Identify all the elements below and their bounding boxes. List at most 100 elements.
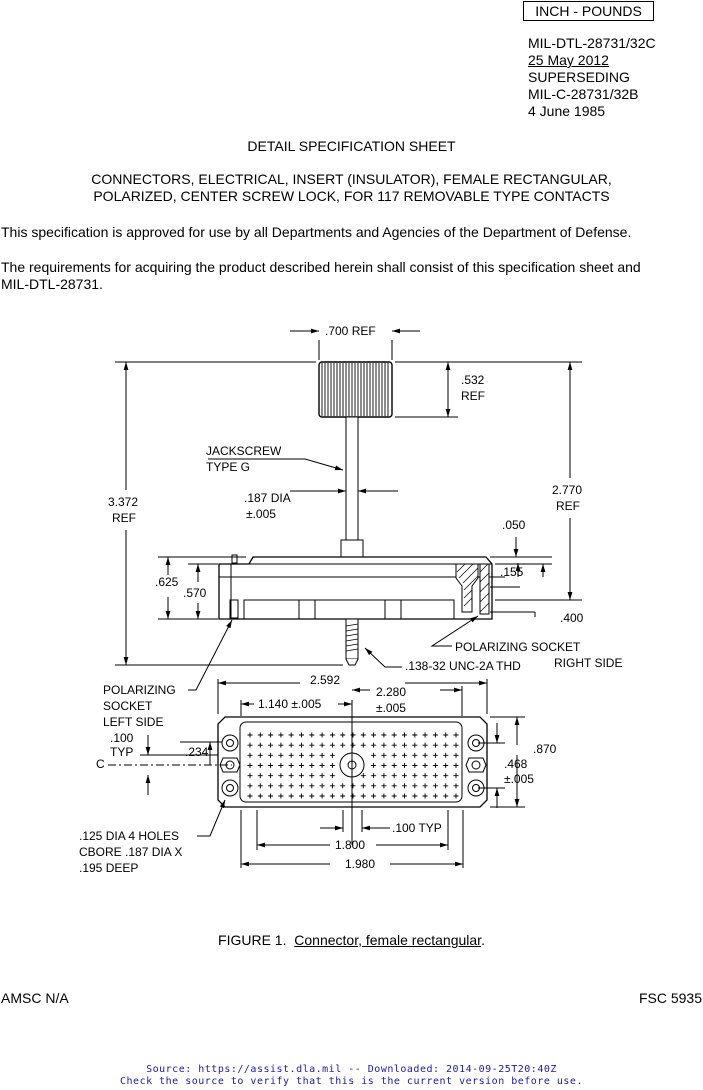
contact-mark — [309, 773, 315, 779]
figure-caption: FIGURE 1. Connector, female rectangular. — [0, 932, 703, 949]
requirements-line-2: MIL-DTL-28731. — [1, 276, 103, 292]
contact-mark — [371, 763, 377, 768]
superseded-doc: MIL-C-28731/32B — [528, 86, 639, 102]
contact-mark — [319, 793, 325, 799]
contact-mark — [381, 763, 387, 768]
contact-mark — [443, 793, 449, 799]
contact-mark — [371, 732, 377, 738]
contact-mark — [391, 742, 397, 748]
contact-grid — [247, 732, 459, 799]
contact-mark — [360, 783, 366, 789]
units-box: INCH - POUNDS — [523, 1, 654, 21]
contact-mark — [422, 752, 428, 758]
contact-mark — [360, 732, 366, 738]
title-line-1: CONNECTORS, ELECTRICAL, INSERT (INSULATO… — [91, 171, 612, 187]
contact-mark — [412, 752, 418, 758]
contact-mark — [453, 783, 459, 789]
dim-100-typ-bottom: .100 TYP — [392, 821, 442, 835]
contact-mark — [391, 783, 397, 789]
thread-spec: .138-32 UNC-2A THD — [405, 659, 521, 673]
contact-mark — [443, 783, 449, 789]
contact-mark — [391, 773, 397, 779]
contact-mark — [360, 773, 366, 779]
dim-3372: 3.372 — [108, 495, 138, 509]
dim-870: .870 — [533, 742, 557, 756]
contact-mark — [329, 752, 335, 758]
contact-mark — [299, 793, 304, 799]
contact-mark — [350, 783, 356, 789]
contact-mark — [309, 783, 315, 789]
contact-mark — [257, 742, 263, 748]
figure-caption-suffix: . — [481, 932, 485, 948]
contact-mark — [247, 742, 253, 748]
contact-mark — [268, 742, 274, 748]
contact-mark — [329, 742, 335, 748]
approval-statement: This specification is approved for use b… — [1, 224, 632, 240]
centerline-symbol: C — [96, 757, 105, 771]
contact-mark — [412, 783, 418, 789]
polarizing-left-3: LEFT SIDE — [103, 715, 163, 729]
polarizing-right-2: RIGHT SIDE — [554, 656, 622, 670]
contact-mark — [288, 742, 294, 748]
contact-mark — [432, 732, 438, 738]
contact-mark — [340, 742, 346, 748]
contact-mark — [402, 752, 407, 758]
contact-mark — [391, 752, 397, 758]
contact-mark — [350, 793, 356, 799]
dim-1800: 1.800 — [335, 838, 365, 852]
contact-mark — [422, 783, 428, 789]
contact-mark — [247, 773, 253, 779]
contact-mark — [329, 763, 335, 768]
figure-caption-prefix: FIGURE 1. — [218, 932, 287, 948]
contact-mark — [432, 742, 438, 748]
contact-mark — [257, 763, 263, 768]
contact-mark — [278, 763, 284, 768]
contact-mark — [257, 732, 263, 738]
contact-mark — [402, 783, 407, 789]
contact-mark — [422, 793, 428, 799]
dim-532-ref: REF — [461, 389, 485, 403]
contact-mark — [402, 742, 407, 748]
dim-100: .100 — [110, 731, 134, 745]
contact-mark — [432, 793, 438, 799]
dim-234: .234 — [185, 745, 209, 759]
doc-date: 25 May 2012 — [528, 52, 609, 68]
contact-mark — [257, 773, 263, 779]
contact-mark — [288, 752, 294, 758]
contact-mark — [278, 773, 284, 779]
contact-mark — [309, 742, 315, 748]
contact-mark — [278, 783, 284, 789]
holes-spec-2: CBORE .187 DIA X — [79, 845, 182, 859]
contact-mark — [288, 763, 294, 768]
contact-mark — [402, 732, 407, 738]
contact-mark — [309, 763, 315, 768]
source-line-1: Source: https://assist.dla.mil -- Downlo… — [146, 1064, 557, 1075]
fsc-code: FSC 5935 — [638, 990, 702, 1006]
contact-mark — [299, 742, 304, 748]
sheet-title: DETAIL SPECIFICATION SHEET — [247, 138, 456, 154]
contact-mark — [443, 773, 449, 779]
contact-mark — [391, 763, 397, 768]
source-line-2: Check the source to verify that this is … — [120, 1076, 583, 1087]
contact-mark — [288, 732, 294, 738]
contact-mark — [412, 742, 418, 748]
contact-mark — [288, 783, 294, 789]
contact-mark — [268, 783, 274, 789]
contact-mark — [371, 793, 377, 799]
contact-mark — [402, 793, 407, 799]
contact-mark — [299, 773, 304, 779]
contact-mark — [288, 773, 294, 779]
superseded-date: 4 June 1985 — [528, 103, 606, 119]
contact-mark — [257, 783, 263, 789]
dim-1140: 1.140 ±.005 — [258, 697, 322, 711]
contact-mark — [278, 742, 284, 748]
contact-mark — [247, 793, 253, 799]
contact-mark — [319, 732, 325, 738]
polarizing-left-1: POLARIZING — [103, 683, 176, 697]
contact-mark — [412, 732, 418, 738]
contact-mark — [453, 752, 459, 758]
dim-700-ref: .700 REF — [325, 324, 376, 338]
dim-468: .468 — [504, 757, 528, 771]
figure-caption-text: Connector, female rectangular — [294, 932, 482, 948]
contact-mark — [278, 752, 284, 758]
